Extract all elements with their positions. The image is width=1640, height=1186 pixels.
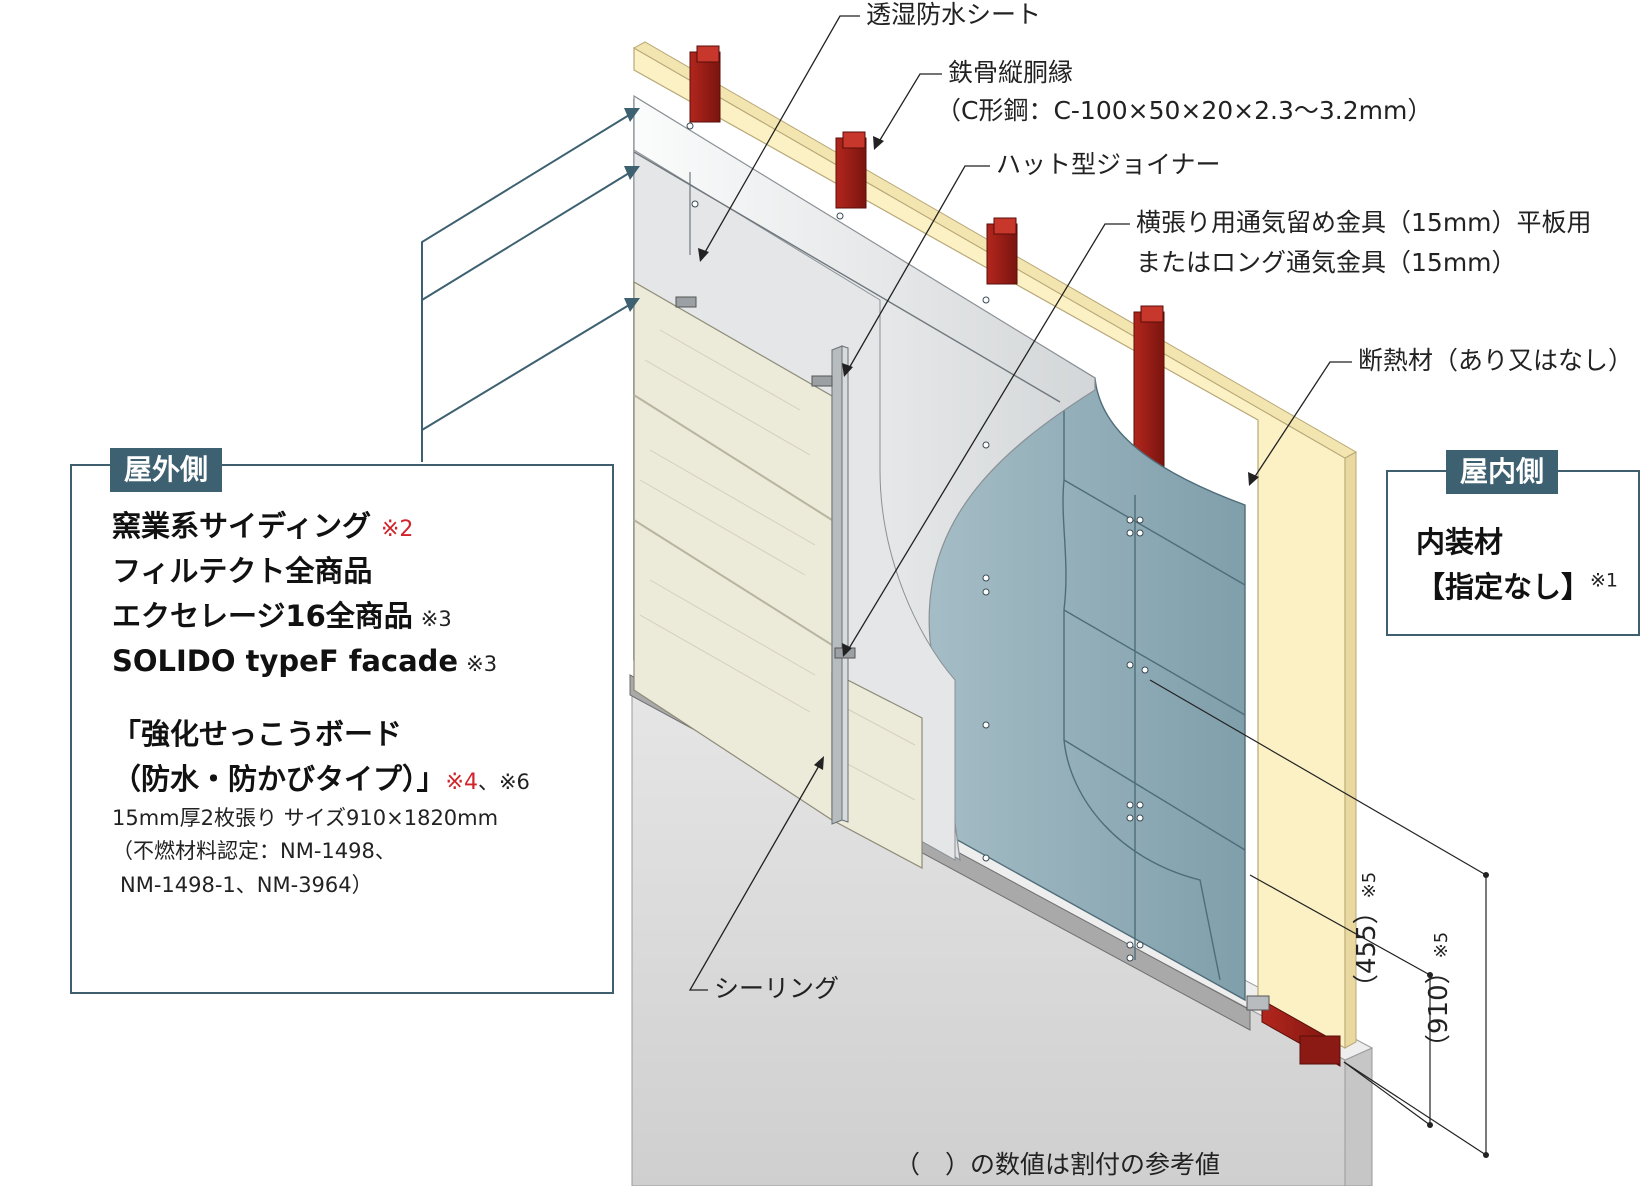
- outside-side-tag: 屋外側: [110, 448, 223, 493]
- outside-item-5: 「強化せっこうボード: [112, 716, 403, 751]
- label-sealing: シーリング: [714, 974, 840, 1003]
- outside-item-6: （防水・防かびタイプ）」※4、※6: [112, 761, 530, 796]
- outside-side-box: 窯業系サイディング※2 フィルテクト全商品 エクセレージ16全商品※3 SOLI…: [70, 464, 614, 994]
- steel-stud-3: [986, 217, 1018, 285]
- outside-item-3: エクセレージ16全商品※3: [112, 598, 452, 633]
- label-fastener-1: 横張り用通気留め金具（15mm）平板用: [1136, 208, 1592, 237]
- inside-item-2: 【指定なし】※1: [1416, 569, 1619, 604]
- leader-arrowheads: [698, 136, 1259, 770]
- outside-spec-1: 15mm厚2枚張り サイズ910×1820mm: [112, 805, 499, 830]
- dimension-455: （455）※5: [1352, 871, 1382, 1000]
- inside-side-tag: 屋内側: [1446, 450, 1559, 495]
- screw-points: [686, 122, 1149, 962]
- dimension-lines: [1149, 679, 1487, 1156]
- footnote: （ ）の数値は割付の参考値: [895, 1150, 1221, 1179]
- label-fastener-2: またはロング通気金具（15mm）: [1136, 248, 1517, 277]
- outside-pointer-arrowheads: [624, 108, 640, 312]
- dimension-910: （910）※5: [1424, 931, 1454, 1060]
- outside-pointer-lines: [421, 111, 635, 462]
- label-steel-stud: 鉄骨縦胴縁: [948, 58, 1074, 87]
- label-breathable-sheet: 透湿防水シート: [866, 0, 1042, 29]
- hat-joiner: [831, 345, 849, 825]
- outside-spec-2: （不燃材料認定：NM-1498、: [112, 839, 396, 864]
- steel-stud-bottom: [1261, 999, 1341, 1067]
- ceramic-siding: [633, 280, 923, 869]
- outside-spec-3: NM-1498-1、NM-3964）: [120, 872, 373, 897]
- steel-stud-1: [689, 45, 721, 123]
- leader-lines: [688, 15, 1352, 991]
- outside-item-1: 窯業系サイディング※2: [112, 509, 414, 543]
- steel-stud-2: [835, 131, 867, 209]
- label-hat-joiner: ハット型ジョイナー: [996, 150, 1221, 179]
- inside-item-1: 内装材: [1416, 525, 1504, 559]
- outside-item-4: SOLIDO typeF facade※3: [112, 643, 498, 678]
- outside-item-2: フィルテクト全商品: [112, 553, 373, 588]
- label-insulation: 断熱材（あり又はなし）: [1358, 346, 1634, 375]
- label-steel-stud-spec: （C形鋼：C-100×50×20×2.3〜3.2mm）: [936, 96, 1433, 125]
- inside-side-box: 内装材 【指定なし】※1: [1386, 470, 1640, 636]
- dimension-dots: [1427, 872, 1489, 1158]
